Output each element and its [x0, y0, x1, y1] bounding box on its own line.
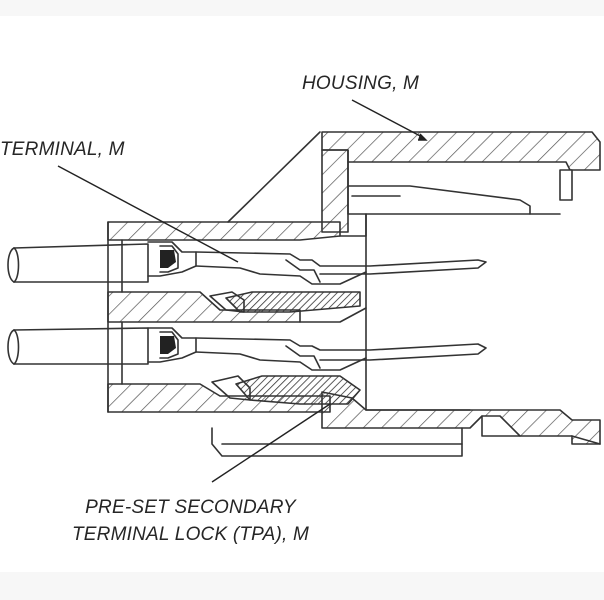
terminal-lower	[147, 327, 487, 405]
tpa-label-line2: TERMINAL LOCK (TPA), M	[72, 524, 310, 545]
housing-leader-line	[351, 99, 425, 139]
bottom-band	[0, 572, 604, 600]
tpa-label-line1: PRE-SET SECONDARY	[85, 497, 296, 518]
terminal-label: TERMINAL, M	[0, 139, 125, 160]
wire-lower	[7, 327, 149, 365]
terminal-leader-line	[57, 165, 239, 263]
terminal-upper	[147, 241, 487, 313]
top-band	[0, 0, 604, 16]
leader-lines	[57, 99, 428, 483]
housing-taper-line	[227, 131, 321, 223]
housing-outer	[321, 131, 601, 445]
tpa-leader-line	[211, 403, 331, 483]
tpa-label: PRE-SET SECONDARY TERMINAL LOCK (TPA), M	[72, 494, 309, 548]
bottom-skirt	[211, 427, 463, 457]
wire-upper	[7, 243, 149, 283]
housing-label: HOUSING, M	[302, 73, 420, 94]
inner-body	[107, 221, 341, 413]
